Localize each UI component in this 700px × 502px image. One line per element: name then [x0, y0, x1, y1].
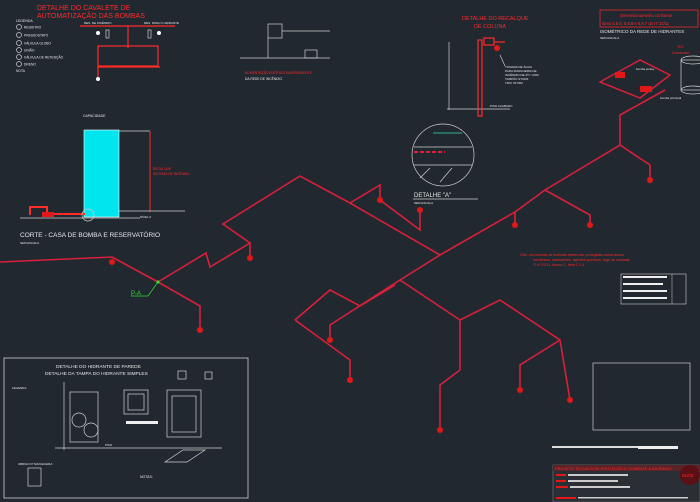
hydrant-markers: [109, 177, 653, 433]
electrical-detail: ALIMENTAÇÃO ELÉTRICA INDEPENDENTE DA RED…: [240, 23, 330, 81]
hydrant-icon: [587, 222, 593, 228]
riser-label-2: SISTEMA DE INCÊNDIO: [153, 171, 190, 176]
pa-label: P-A: [131, 291, 141, 297]
obs-line-3: IT nº 22/11, Anexo C, Item C.1.4: [533, 263, 584, 267]
hydrant-icon: [437, 427, 443, 433]
cavalete-legend: REGISTRO PRESSOSTATO VÁLVULA GLOBO UNIÃO…: [16, 24, 64, 73]
sizing-note-1: Dimensionamento conforme: [620, 13, 673, 18]
legend-item: DRENO: [24, 63, 36, 67]
recalque-title-1: DETALHE DO RECALQUE: [462, 16, 529, 22]
isometric-title: ISOMÉTRICO DA REDE DE HIDRANTES: [600, 28, 684, 34]
hydrant-icon: [567, 397, 573, 403]
electrical-note-2: DA REDE DE INCÊNDIO: [245, 76, 282, 81]
legend-item: PRESSOSTATO: [24, 34, 49, 38]
cavalete-legend-title: LEGENDA: [16, 19, 33, 23]
section-cut: CAPACIDADE RECALQUE SISTEMA DE INCÊNDIO …: [20, 114, 190, 245]
sizing-note-2: Itens 5.8.5, 5.8.6 e 5.8.7 da IT 22/11: [602, 21, 670, 26]
title-block: PROJETO TÉCNICO DE PROTEÇÃO E COMBATE A …: [552, 446, 700, 502]
cavalete-piping: RES. DE INCÊNDIO RES. PARA O HIDRANTE: [80, 20, 179, 81]
revision-table: [620, 273, 687, 305]
recalque-title-2: DE COLUNA: [474, 24, 506, 30]
recalque-detail: DETALHE DO RECALQUE DE COLUNA TOMADA DE …: [447, 16, 539, 117]
legend-item: VÁLVULA GLOBO: [24, 42, 51, 46]
hydrant-title-2: DETALHE DA TAMPA DO HIDRANTE SIMPLES: [45, 371, 148, 377]
legend-item: VÁLVULA DE RETENÇÃO: [24, 55, 64, 60]
hydrant-icon: [109, 259, 115, 265]
tank-label: R.I.: [678, 44, 684, 49]
recalque-note: INCÊNDIO DE 2½" COM: [505, 72, 539, 77]
tank-capacity: CAPACIDADE: [83, 114, 106, 118]
hydrant-notes-title: NOTAS:: [140, 475, 153, 479]
isometric-header: Dimensionamento conforme Itens 5.8.5, 5.…: [598, 9, 700, 100]
hydrant-icon: [377, 197, 383, 203]
viewport-frame: [592, 362, 691, 431]
hydrant-icon: [512, 222, 518, 228]
cavalete-label-left: RES. DE INCÊNDIO: [84, 20, 112, 25]
cavalete-title-2: AUTOMATIZAÇÃO DAS BOMBAS: [37, 11, 145, 20]
recalque-note: TIPO STORZ: [505, 81, 523, 85]
detail-a-title: DETALHE "A": [414, 193, 451, 199]
hydrant-icon: [247, 255, 253, 261]
recalque-floor: PISO ACABADO: [490, 104, 513, 108]
sheet-number: 01/02: [682, 473, 694, 478]
hydrant-detail: DETALHE DO HIDRANTE DE PAREDE DETALHE DA…: [3, 357, 249, 499]
project-title: PROJETO TÉCNICO DE PROTEÇÃO E COMBATE A …: [555, 466, 671, 471]
detail-a-subtitle: SEM ESCALA: [414, 201, 433, 205]
hydrant-icon: [417, 207, 423, 213]
cavalete-note-title: NOTA: [16, 69, 26, 73]
legend-item: REGISTRO: [24, 26, 42, 30]
cavalete-title-1: DETALHE DO CAVALETE DE: [37, 5, 131, 12]
cavalete-label-right: RES. PARA O HIDRANTE: [144, 21, 179, 25]
hose-cabinet-label: ABRIGO P/ MANGUEIRA: [18, 462, 52, 466]
legend-item: UNIÃO: [24, 48, 35, 53]
cavalete-detail: DETALHE DO CAVALETE DE AUTOMATIZAÇÃO DAS…: [16, 5, 179, 81]
level-label: NÍVEL 0: [140, 215, 151, 219]
obs-line-1: Obs.: As bombas de incêndio devem ser pr…: [520, 253, 624, 257]
recalque-note: PARA MANGUEIRA DE: [505, 69, 537, 73]
detail-a: DETALHE "A" SEM ESCALA: [411, 123, 478, 205]
obs-line-2: mecânicos, intempéries, agentes químicos…: [533, 258, 631, 262]
riser-label: RECALQUE: [153, 167, 172, 171]
hydrant-icon: [327, 337, 333, 343]
hydrant-icon: [647, 177, 653, 183]
water-tank: [83, 129, 120, 218]
hydrant-icon: [517, 387, 523, 393]
hydrant-icon: [347, 377, 353, 383]
recalque-note: TAMPÃO STORZ: [505, 76, 529, 81]
observation-note: Obs.: As bombas de incêndio devem ser pr…: [520, 253, 631, 267]
section-title: CORTE - CASA DE BOMBA E RESERVATÓRIO: [20, 230, 160, 239]
hydrant-floor-label: PISO: [105, 443, 113, 447]
tank-label-2: Consumo: [672, 50, 690, 55]
electrical-note-1: ALIMENTAÇÃO ELÉTRICA INDEPENDENTE: [245, 70, 313, 75]
hydrant-legend-title: LEGENDA: [12, 386, 26, 390]
main-pump-label: bomba principal: [660, 96, 682, 100]
jockey-pump-label: bomba jockey: [636, 67, 655, 71]
hydrant-icon: [197, 327, 203, 333]
isometric-subtitle: SEM ESCALA: [600, 36, 619, 40]
hydrant-pipe-network: P-A: [0, 89, 666, 433]
hydrant-title-1: DETALHE DO HIDRANTE DE PAREDE: [56, 364, 141, 370]
recalque-note: TOMADA DE ÁGUA: [505, 65, 532, 69]
section-subtitle: SEM ESCALA: [20, 241, 39, 245]
